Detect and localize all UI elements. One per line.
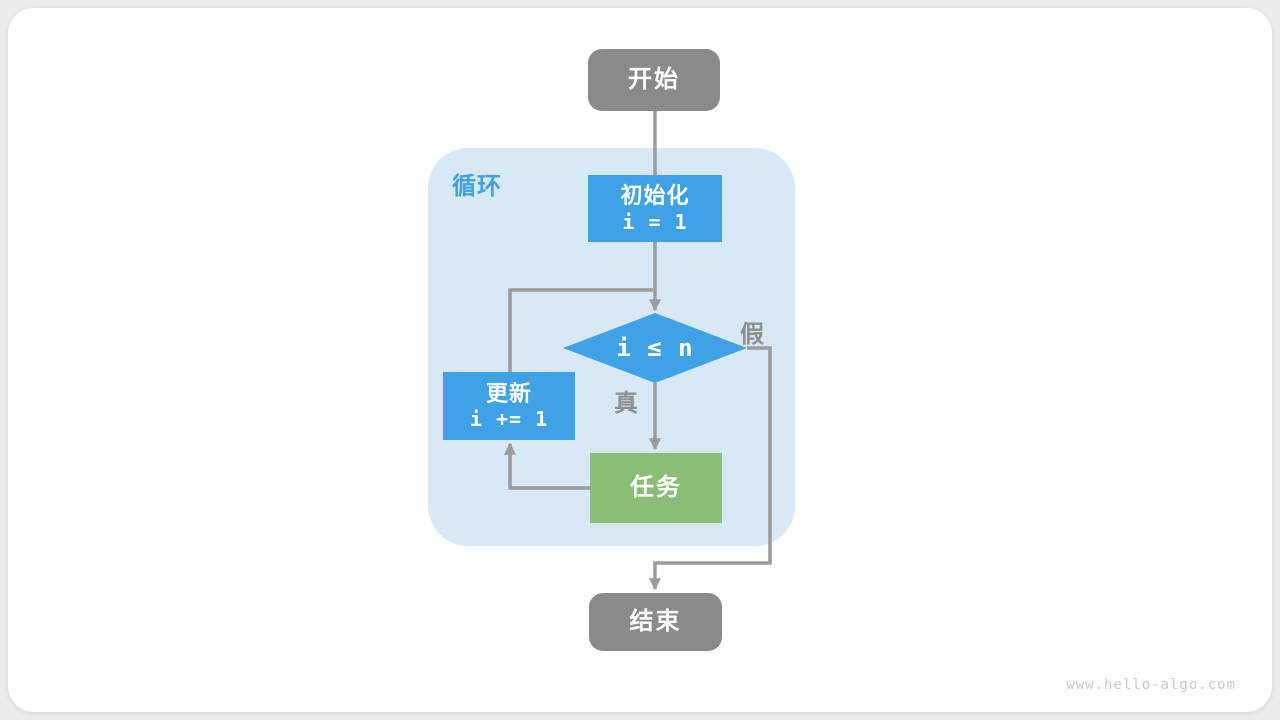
- end-node-label: 结束: [629, 608, 682, 635]
- task-node: 任务: [590, 453, 722, 523]
- start-node: 开始: [588, 49, 720, 111]
- branch-label-false: 假: [740, 321, 764, 348]
- update-node: 更新 i += 1: [443, 372, 575, 440]
- start-node-label: 开始: [628, 66, 680, 93]
- init-node-label: 初始化: [620, 183, 690, 209]
- init-node: 初始化 i = 1: [588, 175, 722, 242]
- loop-region-label: 循环: [452, 173, 502, 200]
- end-node: 结束: [589, 593, 722, 651]
- task-node-label: 任务: [630, 474, 682, 501]
- branch-label-true: 真: [614, 390, 638, 417]
- watermark: www.hello-algo.com: [1066, 677, 1236, 693]
- update-node-label: 更新: [485, 380, 532, 406]
- init-node-code: i = 1: [622, 209, 688, 234]
- update-node-code: i += 1: [469, 407, 549, 432]
- condition-node-code: i ≤ n: [616, 334, 694, 362]
